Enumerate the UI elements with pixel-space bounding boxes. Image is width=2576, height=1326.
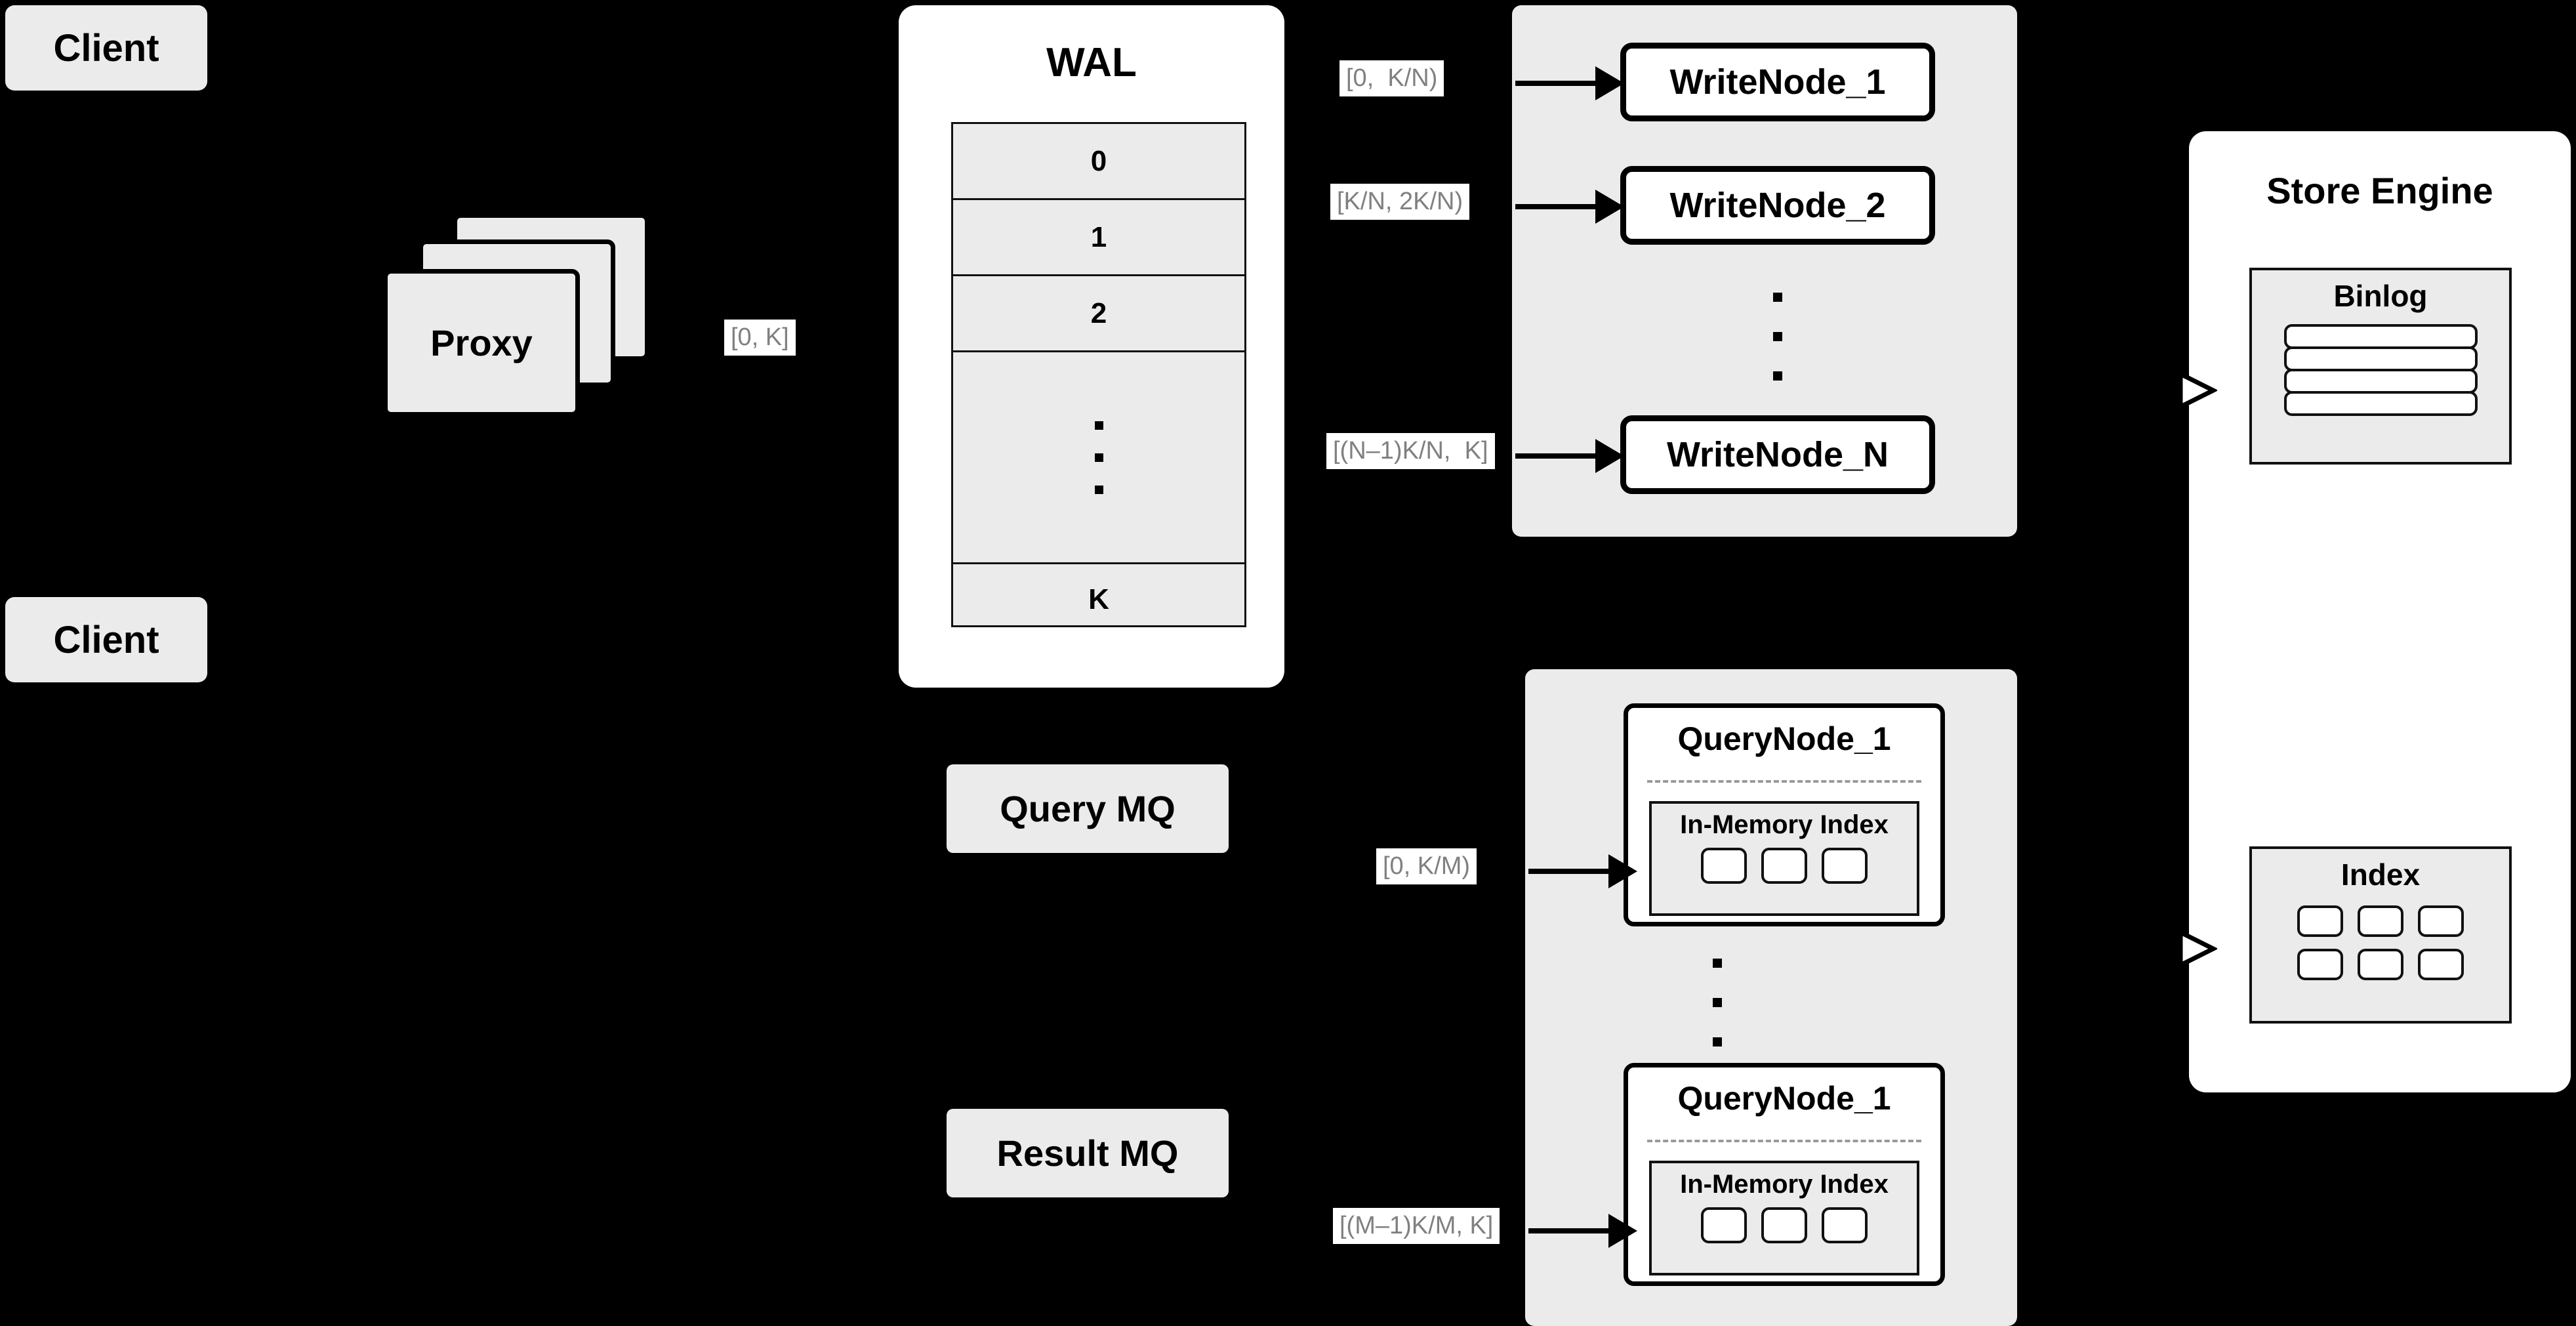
querynode-2-segment-2[interactable] [1761, 1207, 1807, 1243]
querynode-2-box[interactable]: QueryNode_1 In-Memory Index [1624, 1063, 1945, 1286]
binlog-slot-4[interactable] [2283, 391, 2478, 416]
querynode-2-index-label: In-Memory Index [1680, 1170, 1889, 1199]
index-slot-4[interactable] [2297, 949, 2343, 980]
query-cluster-panel: QueryNode_1 In-Memory Index QueryNode_1 [1525, 669, 2017, 1326]
wal-row-0-label: 0 [1090, 144, 1107, 177]
wal-row-1-label: 1 [1090, 220, 1107, 253]
write-cluster-ellipsis-icon [1768, 278, 1788, 396]
binlog-slot-2[interactable] [2283, 346, 2478, 371]
writenode-n-label: WriteNode_N [1666, 435, 1889, 474]
edge-label-writenode-1: [0, K/N) [1339, 60, 1444, 96]
index-slot-2[interactable] [2358, 905, 2403, 937]
querynode-1-segment-2[interactable] [1761, 848, 1807, 884]
querynode-1-inmemory-index: In-Memory Index [1649, 801, 1919, 916]
querynode-2-separator [1646, 1140, 1922, 1142]
arrow-line-querynode-m [1528, 1228, 1614, 1233]
proxy-stack[interactable]: Proxy [380, 213, 669, 430]
arrow-head-index-icon [2178, 930, 2217, 968]
client-label-2: Client [53, 618, 159, 661]
index-group: Index [2249, 846, 2512, 1024]
querynode-1-segment-1[interactable] [1701, 848, 1747, 884]
result-mq-box[interactable]: Result MQ [947, 1109, 1229, 1197]
arrow-line-querynode-1 [1528, 869, 1614, 874]
query-mq-label: Query MQ [1000, 788, 1176, 829]
index-slot-3[interactable] [2418, 905, 2464, 937]
binlog-group: Binlog [2249, 268, 2512, 465]
wal-panel: WAL 0 1 2 K [899, 5, 1284, 688]
writenode-n-box[interactable]: WriteNode_N [1620, 415, 1935, 494]
index-slot-5[interactable] [2358, 949, 2403, 980]
querynode-2-segment-3[interactable] [1822, 1207, 1868, 1243]
wal-table: 0 1 2 K [951, 122, 1246, 627]
edge-label-querynode-m-text: [(M–1)K/M, K] [1333, 1208, 1500, 1244]
edge-label-querynode-m: [(M–1)K/M, K] [1333, 1208, 1500, 1244]
store-engine-panel: Store Engine Binlog Index [2189, 131, 2571, 1092]
wal-title: WAL [1046, 40, 1137, 85]
wal-row-2-label: 2 [1090, 297, 1107, 329]
arrow-head-querynode-m [1608, 1214, 1637, 1248]
querynode-1-box[interactable]: QueryNode_1 In-Memory Index [1624, 703, 1945, 926]
writenode-2-label: WriteNode_2 [1669, 186, 1886, 225]
result-mq-label: Result MQ [996, 1132, 1179, 1174]
edge-label-writenode-2: [K/N, 2K/N) [1330, 184, 1470, 220]
querynode-2-segment-1[interactable] [1701, 1207, 1747, 1243]
binlog-title: Binlog [2333, 279, 2428, 313]
querynode-2-label: QueryNode_1 [1677, 1080, 1891, 1117]
wal-row-k-label: K [1088, 583, 1109, 615]
arrow-line-writenode-2 [1515, 204, 1601, 209]
proxy-card-front[interactable]: Proxy [383, 269, 580, 417]
arrow-line-writenode-1 [1515, 81, 1601, 86]
edge-label-writenode-n: [(N–1)K/N, K] [1326, 433, 1495, 469]
arrow-head-writenode-1 [1595, 66, 1624, 100]
edge-label-writenode-1-text: [0, K/N) [1339, 60, 1444, 96]
arrow-head-querynode-1 [1608, 854, 1637, 888]
index-slot-6[interactable] [2418, 949, 2464, 980]
wal-row-ellipsis [953, 352, 1244, 564]
arrow-head-writenode-2 [1595, 190, 1624, 224]
querynode-1-index-label: In-Memory Index [1680, 810, 1889, 839]
edge-label-proxy-to-wal: [0, K] [724, 320, 796, 356]
client-box-1[interactable]: Client [5, 5, 207, 91]
wal-row-2: 2 [953, 276, 1244, 352]
edge-label-querynode-1-text: [0, K/M) [1376, 848, 1477, 884]
arrow-line-binlog [2142, 388, 2189, 392]
client-box-2[interactable]: Client [5, 597, 207, 682]
wal-row-1: 1 [953, 200, 1244, 276]
arrow-head-binlog-icon [2178, 371, 2217, 409]
wal-ellipsis-icon [1094, 409, 1103, 506]
wal-row-0: 0 [953, 124, 1244, 200]
querynode-2-inmemory-index: In-Memory Index [1649, 1161, 1919, 1275]
edge-label-writenode-2-text: [K/N, 2K/N) [1330, 184, 1470, 220]
querynode-1-segment-3[interactable] [1822, 848, 1868, 884]
arrow-line-index [2142, 947, 2189, 951]
wal-row-k: K [953, 564, 1244, 635]
edge-label-writenode-n-text: [(N–1)K/N, K] [1326, 433, 1495, 469]
index-slot-1[interactable] [2297, 905, 2343, 937]
store-engine-title: Store Engine [2266, 170, 2493, 211]
querynode-1-label: QueryNode_1 [1677, 720, 1891, 757]
binlog-slot-1[interactable] [2283, 324, 2478, 349]
arrow-line-writenode-n [1515, 453, 1601, 459]
client-label-1: Client [53, 26, 159, 70]
writenode-2-box[interactable]: WriteNode_2 [1620, 166, 1935, 245]
writenode-1-box[interactable]: WriteNode_1 [1620, 43, 1935, 121]
querynode-1-separator [1646, 780, 1922, 783]
writenode-1-label: WriteNode_1 [1669, 62, 1886, 102]
query-cluster-ellipsis-icon [1707, 943, 1727, 1062]
edge-label-proxy-to-wal-text: [0, K] [724, 320, 796, 356]
query-mq-box[interactable]: Query MQ [947, 764, 1229, 853]
edge-label-querynode-1: [0, K/M) [1376, 848, 1477, 884]
proxy-label: Proxy [430, 322, 533, 363]
arrow-head-writenode-n [1595, 439, 1624, 473]
index-title: Index [2341, 858, 2421, 892]
binlog-slot-3[interactable] [2283, 369, 2478, 394]
